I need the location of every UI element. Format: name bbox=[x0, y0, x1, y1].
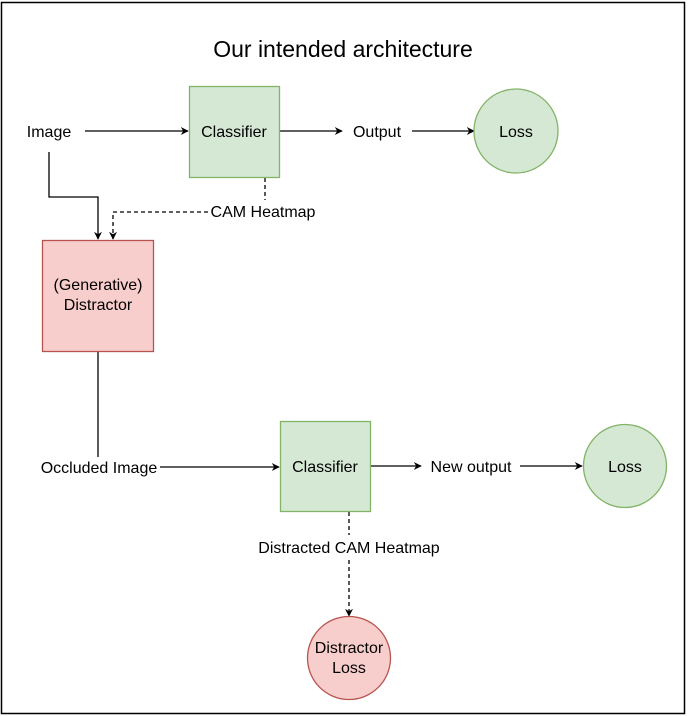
node-distractor-loss-label-line1: Distractor bbox=[315, 640, 384, 657]
node-classifier-top-label: Classifier bbox=[201, 124, 267, 141]
node-loss-top: Loss bbox=[473, 88, 559, 174]
node-classifier-top: Classifier bbox=[188, 85, 281, 179]
node-distractor-label-line1: (Generative) bbox=[54, 277, 143, 294]
node-cam-heatmap: CAM Heatmap bbox=[211, 204, 316, 221]
node-distractor-loss-label-line2: Loss bbox=[332, 660, 366, 677]
node-classifier-bottom-label: Classifier bbox=[292, 459, 358, 476]
node-loss-bottom: Loss bbox=[582, 423, 668, 509]
node-output: Output bbox=[353, 124, 402, 141]
node-distractor-label-line2: Distractor bbox=[64, 297, 133, 314]
node-occluded-image: Occluded Image bbox=[41, 460, 158, 477]
node-distractor: (Generative) Distractor bbox=[41, 239, 155, 353]
node-distracted-cam-heatmap: Distracted CAM Heatmap bbox=[258, 540, 439, 557]
node-loss-bottom-label: Loss bbox=[608, 459, 642, 476]
node-distractor-loss: Distractor Loss bbox=[306, 615, 392, 701]
diagram-title: Our intended architecture bbox=[213, 36, 473, 62]
node-loss-top-label: Loss bbox=[499, 124, 533, 141]
node-new-output: New output bbox=[431, 459, 512, 476]
edge-cam-heatmap-to-distractor bbox=[109, 211, 208, 240]
node-image: Image bbox=[27, 124, 72, 141]
node-classifier-bottom: Classifier bbox=[279, 420, 372, 513]
edge-image-to-distractor bbox=[48, 152, 102, 240]
